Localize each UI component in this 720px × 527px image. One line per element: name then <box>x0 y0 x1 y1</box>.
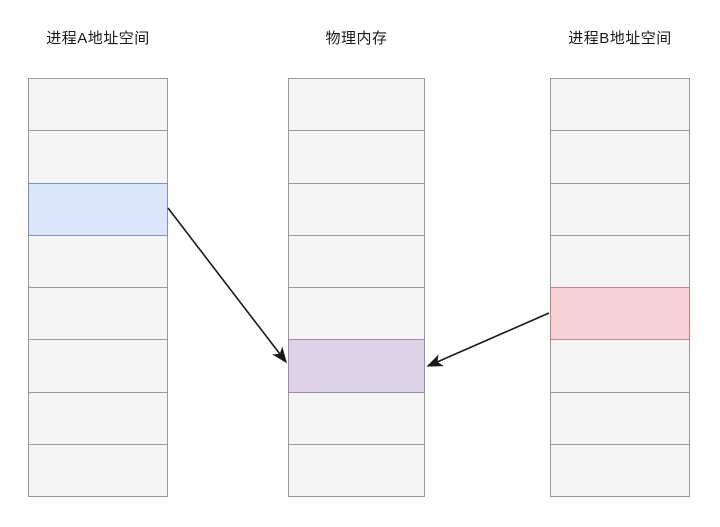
memory-cell-process-a-3-highlighted <box>28 182 168 236</box>
memory-cell-physical-memory-1 <box>288 78 425 132</box>
memory-cell-process-b-3 <box>550 182 690 236</box>
memory-cell-process-b-7 <box>550 391 690 445</box>
memory-cell-process-a-6 <box>28 339 168 393</box>
memory-cell-physical-memory-6-highlighted <box>288 339 425 393</box>
memory-cell-process-a-8 <box>28 443 168 497</box>
memory-column-process-b <box>550 78 690 497</box>
column-label-process-b: 进程B地址空间 <box>568 30 672 47</box>
mapping-arrow-a-to-physical <box>167 207 287 364</box>
memory-cell-process-a-5 <box>28 287 168 341</box>
memory-cell-process-b-2 <box>550 130 690 184</box>
memory-cell-process-a-7 <box>28 391 168 445</box>
memory-cell-process-a-4 <box>28 234 168 288</box>
memory-cell-physical-memory-8 <box>288 443 425 497</box>
memory-cell-process-b-5-highlighted <box>550 287 690 341</box>
memory-cell-physical-memory-3 <box>288 182 425 236</box>
memory-cell-process-b-4 <box>550 234 690 288</box>
memory-cell-physical-memory-2 <box>288 130 425 184</box>
memory-column-physical-memory <box>288 78 425 497</box>
memory-cell-process-b-1 <box>550 78 690 132</box>
memory-cell-process-b-6 <box>550 339 690 393</box>
column-label-physical-memory: 物理内存 <box>325 30 388 47</box>
memory-cell-physical-memory-5 <box>288 287 425 341</box>
memory-cell-process-a-2 <box>28 130 168 184</box>
memory-cell-physical-memory-4 <box>288 234 425 288</box>
column-label-process-a: 进程A地址空间 <box>46 30 150 47</box>
memory-cell-process-a-1 <box>28 78 168 132</box>
memory-cell-process-b-8 <box>550 443 690 497</box>
memory-cell-physical-memory-7 <box>288 391 425 445</box>
mapping-arrow-b-to-physical <box>426 312 550 367</box>
memory-column-process-a <box>28 78 168 497</box>
